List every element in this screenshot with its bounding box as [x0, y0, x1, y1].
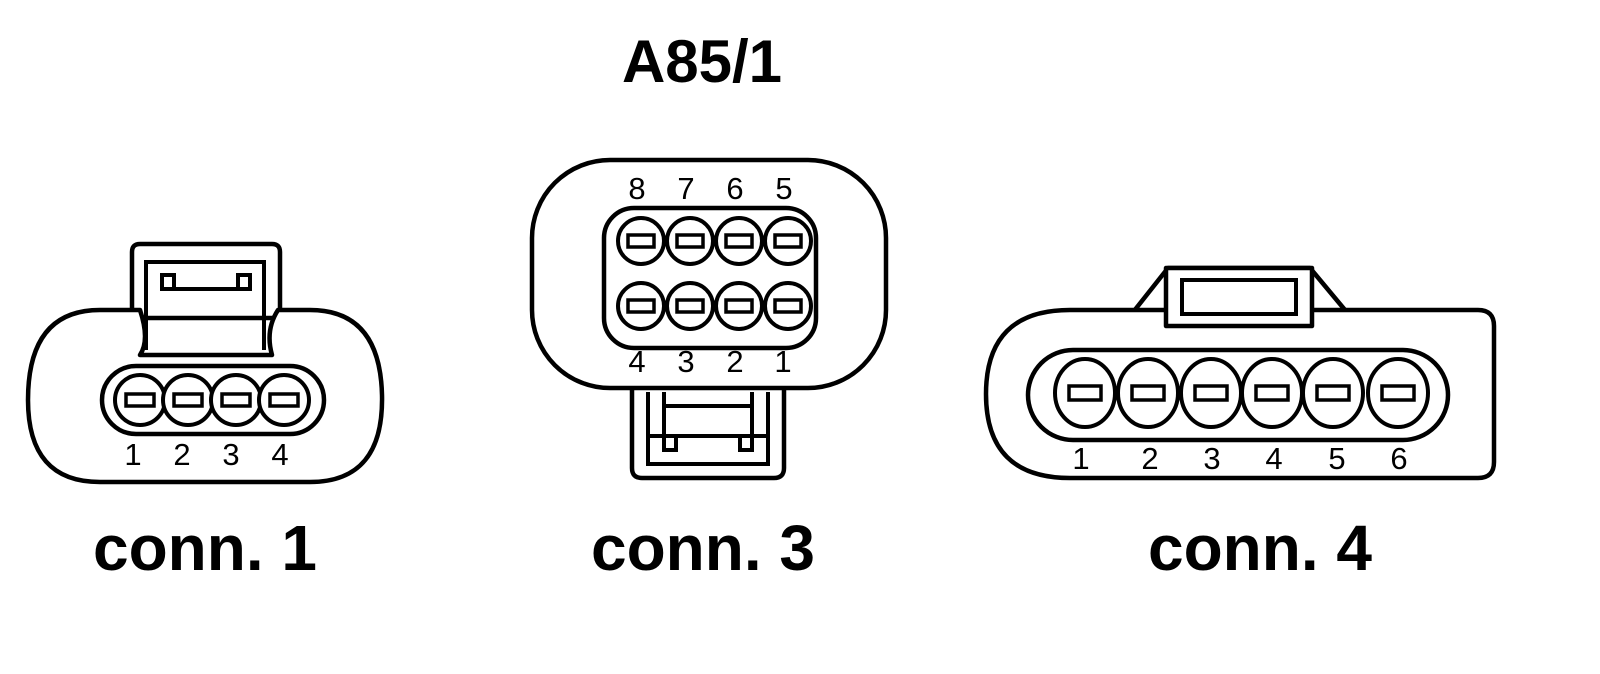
connector-3-pin-6 — [714, 216, 764, 266]
connector-4-pin-3 — [1179, 357, 1243, 429]
connector-3-pin-number: 4 — [628, 344, 645, 379]
connector-4-pin-number: 4 — [1265, 441, 1282, 476]
connector-1-pin-3 — [209, 373, 263, 427]
connector-3-pin-number: 1 — [774, 344, 791, 379]
connector-1-pin-2 — [161, 373, 215, 427]
connector-1-pin-4 — [257, 373, 311, 427]
connector-1-pin-number: 4 — [271, 437, 288, 472]
connector-1-pin-number: 3 — [222, 437, 239, 472]
connector-3-latch-detail — [646, 392, 770, 466]
connector-4: 1 2 3 4 5 6 conn. 4 — [983, 265, 1497, 584]
connector-4-pin-number: 2 — [1141, 441, 1158, 476]
connector-1: 1 2 3 4 conn. 1 — [25, 241, 385, 584]
connector-1-pin-1 — [113, 373, 167, 427]
connector-3-pin-7 — [665, 216, 715, 266]
connector-3-pin-number: 8 — [628, 171, 645, 206]
connector-3: 8 7 6 5 4 3 2 1 conn. 3 — [529, 157, 889, 584]
connector-3-pin-8 — [616, 216, 666, 266]
connector-4-pin-6 — [1366, 357, 1430, 429]
connector-4-pin-5 — [1301, 357, 1365, 429]
connector-3-label: conn. 3 — [591, 512, 815, 584]
connector-1-pin-number: 1 — [124, 437, 141, 472]
connector-3-pin-number: 2 — [726, 344, 743, 379]
connector-4-pin-number: 1 — [1072, 441, 1089, 476]
connector-1-label: conn. 1 — [93, 512, 317, 584]
connector-4-pin-number: 5 — [1328, 441, 1345, 476]
diagram-title: A85/1 — [622, 28, 782, 95]
connector-3-pin-5 — [763, 216, 813, 266]
connector-3-pin-3 — [665, 281, 715, 331]
connector-4-pin-4 — [1240, 357, 1304, 429]
connector-4-pin-1 — [1053, 357, 1117, 429]
connector-1-pin-number: 2 — [173, 437, 190, 472]
connector-1-latch — [129, 241, 283, 321]
connector-3-pin-number: 3 — [677, 344, 694, 379]
connector-4-pin-2 — [1116, 357, 1180, 429]
connector-3-pin-number: 5 — [775, 171, 792, 206]
connector-3-pin-number: 7 — [677, 171, 694, 206]
connector-4-latch-detail — [1163, 265, 1315, 329]
connector-4-label: conn. 4 — [1148, 512, 1372, 584]
connector-3-pin-1 — [763, 281, 813, 331]
connector-3-pin-4 — [616, 281, 666, 331]
connector-3-pin-number: 6 — [726, 171, 743, 206]
connector-4-pin-number: 3 — [1203, 441, 1220, 476]
connector-4-pin-number: 6 — [1390, 441, 1407, 476]
connector-1-latch-detail — [144, 260, 266, 350]
connector-3-pin-2 — [714, 281, 764, 331]
